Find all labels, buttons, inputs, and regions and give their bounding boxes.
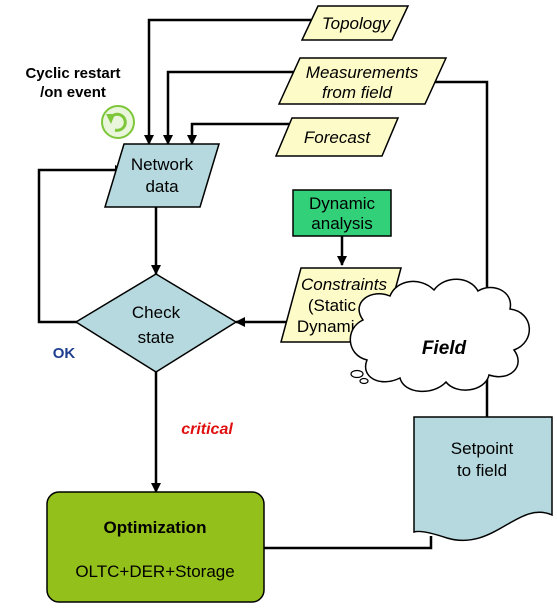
field-to-measurements-connector [428, 80, 489, 302]
constraints-label-line2: (Static & [308, 296, 373, 315]
critical-label: critical [181, 421, 233, 438]
check-state-label-line1: Check [132, 303, 181, 322]
dynamic-analysis-label-line1: Dynamic [309, 194, 376, 213]
optimization-node: Optimization OLTC+DER+Storage [46, 491, 265, 603]
ok-label: OK [53, 345, 76, 362]
check-state-label-line2: state [138, 328, 175, 347]
ok-loop-connector [37, 165, 125, 324]
cyclic-restart-label-line1: Cyclic restart [25, 65, 120, 82]
forecast-label: Forecast [304, 128, 371, 147]
optimization-subtitle: OLTC+DER+Storage [75, 562, 234, 581]
measurements-input: Measurements from field [277, 57, 448, 105]
field-label: Field [422, 338, 467, 359]
setpoint-node: Setpoint to field [413, 416, 553, 541]
constraints-node: Constraints (Static & Dynamics) [280, 267, 402, 343]
topology-label: Topology [322, 14, 392, 33]
measurements-connector [163, 70, 296, 145]
forecast-connector [187, 122, 292, 145]
cyclic-restart-icon [101, 105, 135, 139]
setpoint-label-line2: to field [457, 461, 507, 480]
forecast-input: Forecast [274, 117, 400, 157]
field-cloud: Field [349, 278, 531, 393]
measurements-label-line1: Measurements [306, 63, 419, 82]
optimization-to-setpoint-connector [264, 536, 433, 550]
topology-connector [144, 18, 318, 145]
topology-input: Topology [300, 5, 410, 41]
check-state-node: Check state [74, 273, 238, 373]
dynamic-analysis-label-line2: analysis [311, 214, 372, 233]
network-data-label-line2: data [145, 177, 179, 196]
cyclic-restart-label-line2: /on event [40, 84, 106, 101]
setpoint-label-line1: Setpoint [451, 439, 514, 458]
dynamic-analysis-node: Dynamic analysis [292, 189, 392, 237]
optimization-title: Optimization [104, 518, 207, 537]
constraints-label-line1: Constraints [301, 275, 387, 294]
measurements-label-line2: from field [322, 83, 392, 102]
network-data-node: Network data [103, 143, 221, 208]
network-data-label-line1: Network [131, 155, 194, 174]
